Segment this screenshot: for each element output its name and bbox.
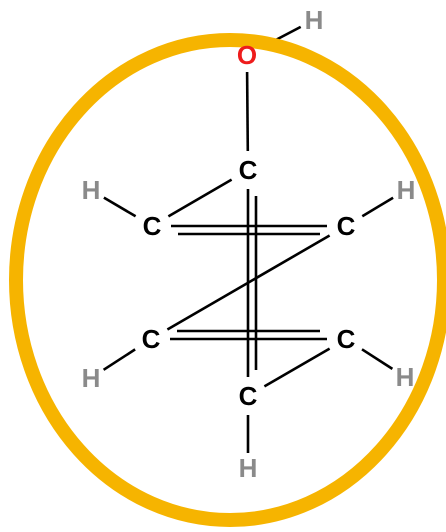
- bond-c1-c2: [167, 178, 233, 218]
- carbon-atom-c3: C: [337, 211, 356, 241]
- hydrogen-atom-h4: H: [82, 363, 101, 393]
- carbon-atom-c4: C: [142, 324, 161, 354]
- carbon-atom-c5: C: [337, 324, 356, 354]
- hydrogen-atom-h2: H: [82, 175, 101, 205]
- bond-o1-c1: [245, 71, 250, 152]
- carbon-atom-c2: C: [143, 211, 162, 241]
- hydrogen-atom-h0: H: [305, 5, 324, 35]
- hydrogen-atom-h5: H: [396, 362, 415, 392]
- bond-c2-h2: [103, 196, 137, 218]
- bond-c4-h4: [102, 348, 136, 371]
- bonds-layer: [102, 25, 394, 453]
- carbon-atom-c6: C: [239, 381, 258, 411]
- highlight-ring: [9, 33, 446, 527]
- hydrogen-atom-h3: H: [397, 175, 416, 205]
- atoms-layer: O H C C C C C C H H H H H: [82, 5, 416, 483]
- bond-c3-h3: [361, 196, 394, 218]
- hydrogen-atom-h6: H: [239, 453, 258, 483]
- bond-c5-h5: [361, 348, 394, 370]
- bond-c5-c6: [263, 347, 331, 388]
- carbon-atom-c1: C: [239, 155, 258, 185]
- oxygen-atom-o1: O: [237, 40, 257, 70]
